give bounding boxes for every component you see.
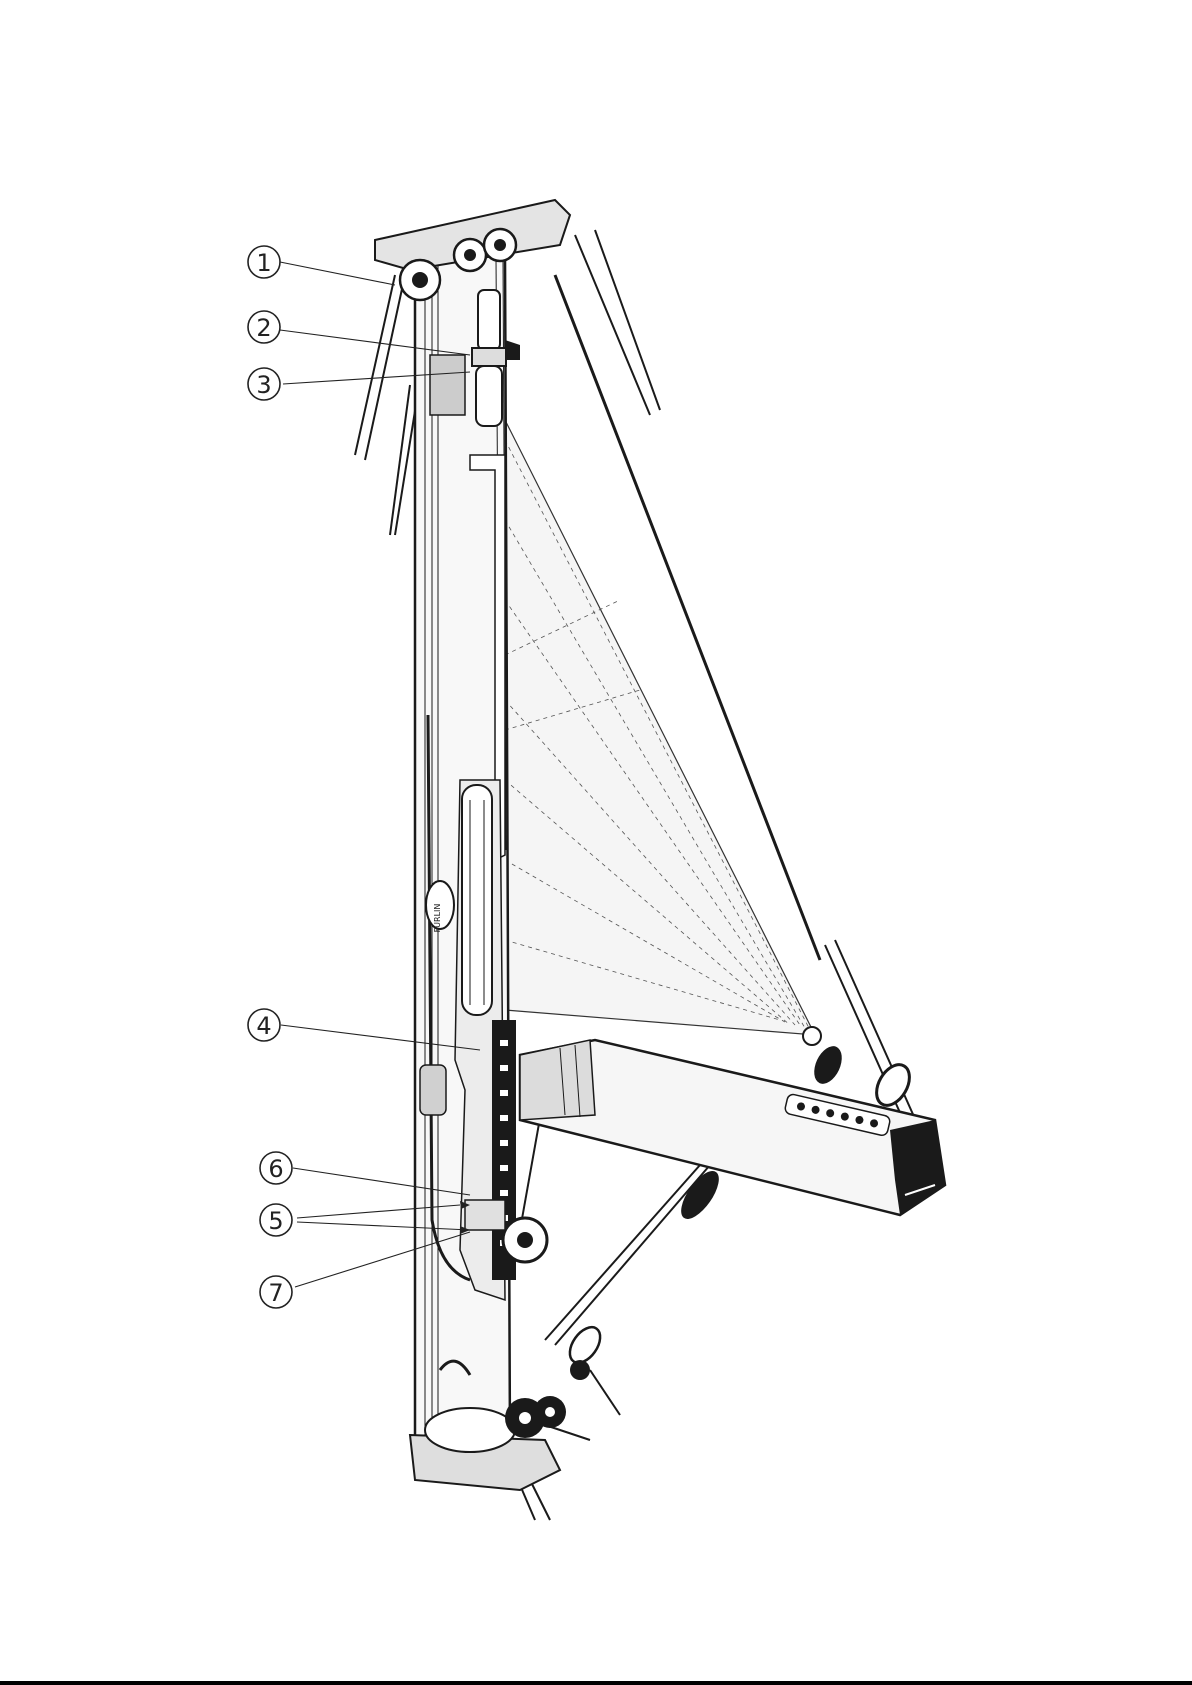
callout-3: 3 — [248, 368, 280, 400]
callout-2: 2 — [248, 311, 280, 343]
svg-text:7: 7 — [268, 1279, 283, 1307]
callout-5: 5 — [260, 1204, 292, 1236]
svg-text:1: 1 — [256, 249, 271, 277]
bottom-rule — [0, 1681, 1192, 1685]
svg-text:5: 5 — [268, 1207, 283, 1235]
callout-1: 1 — [248, 246, 280, 278]
svg-text:4: 4 — [256, 1012, 271, 1040]
callout-4: 4 — [248, 1009, 280, 1041]
svg-text:2: 2 — [256, 314, 271, 342]
mast — [415, 255, 516, 1445]
callout-7: 7 — [260, 1276, 292, 1308]
sail — [505, 420, 821, 1045]
svg-text:FURLIN: FURLIN — [433, 904, 442, 933]
svg-text:6: 6 — [268, 1155, 283, 1183]
svg-text:3: 3 — [256, 371, 271, 399]
callout-6: 6 — [260, 1152, 292, 1184]
vang-block — [564, 1165, 726, 1380]
boom — [520, 1040, 945, 1215]
